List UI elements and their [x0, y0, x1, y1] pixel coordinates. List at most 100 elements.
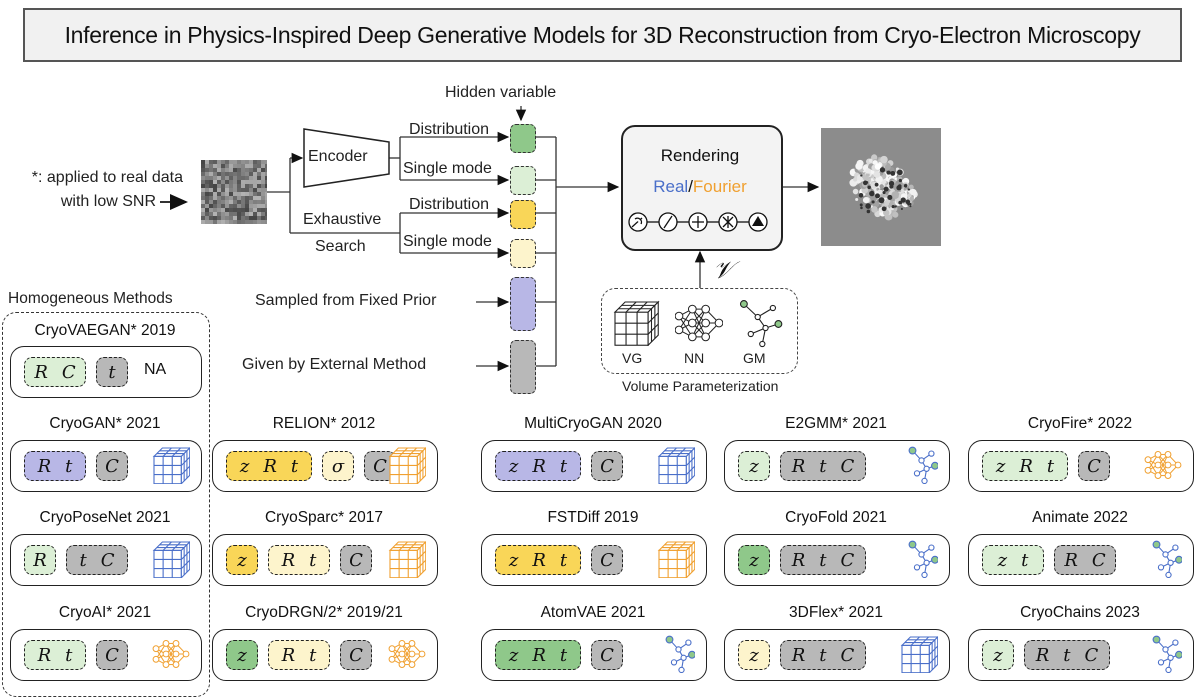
- variable-symbol: z: [508, 455, 519, 477]
- variable-group: z: [738, 451, 770, 481]
- method-name: CryoPoseNet 2021: [39, 509, 171, 526]
- volume-symbol: 𝒱: [713, 256, 733, 284]
- real-label: Real: [653, 177, 689, 196]
- variable-symbol: R: [37, 644, 52, 666]
- variable-symbol: t: [819, 549, 827, 571]
- variable-symbol: R: [281, 549, 296, 571]
- variable-group: C: [591, 640, 623, 670]
- vg-label: VG: [622, 350, 643, 366]
- method-name: CryoAI* 2021: [58, 604, 152, 621]
- method-name: 3DFlex* 2021: [789, 604, 883, 621]
- gaussian-mixture-icon: [908, 540, 938, 578]
- variable-group: C: [591, 451, 623, 481]
- variable-group: z: [226, 640, 258, 670]
- variable-symbol: t: [1021, 549, 1029, 571]
- variable-symbol: t: [309, 549, 317, 571]
- variable-symbol: R: [1064, 549, 1078, 571]
- variable-symbol: R: [791, 455, 806, 477]
- voxel-grid-icon: [388, 540, 426, 578]
- variable-symbol: R: [33, 549, 47, 571]
- variable-symbol: t: [108, 361, 116, 383]
- variable-group: C: [340, 640, 372, 670]
- homogeneous-title: Homogeneous Methods: [8, 290, 173, 307]
- variable-symbol: z: [508, 644, 519, 666]
- method-name: MultiCryoGAN 2020: [524, 415, 662, 432]
- latent-search-single-mode: [510, 239, 536, 268]
- variable-symbol: C: [349, 644, 363, 666]
- exhaustive-label-2: Search: [315, 238, 366, 255]
- variable-symbol: R: [532, 549, 546, 571]
- neural-network-icon: [152, 640, 190, 668]
- variable-symbol: t: [559, 455, 568, 477]
- variable-group: C: [591, 545, 623, 575]
- noisy-particle-image: [201, 160, 267, 224]
- variable-symbol: z: [993, 644, 1003, 666]
- variable-group: C: [1078, 451, 1110, 481]
- latent-encoder-distribution: [510, 124, 536, 153]
- variable-group: z: [226, 545, 258, 575]
- variable-symbol: R: [532, 644, 546, 666]
- variable-symbol: R: [791, 644, 806, 666]
- method-name: CryoVAEGAN* 2019: [34, 322, 176, 339]
- variable-symbol: C: [840, 455, 855, 477]
- volume-parameterization-box: [601, 288, 798, 374]
- variable-symbol: z: [239, 455, 250, 477]
- variable-symbol: t: [819, 644, 827, 666]
- volume-na: NA: [144, 361, 167, 378]
- voxel-grid-icon: [900, 635, 938, 673]
- variable-symbol: C: [105, 644, 119, 666]
- method-name: CryoSparc* 2017: [264, 509, 384, 526]
- variable-symbol: z: [237, 549, 247, 571]
- gm-label: GM: [743, 350, 766, 366]
- nn-label: NN: [684, 350, 705, 366]
- homogeneous-methods-box: [2, 312, 210, 697]
- note-line1: *: applied to real data: [31, 169, 183, 186]
- fourier-label: Fourier: [692, 177, 747, 196]
- variable-symbol: C: [1087, 455, 1101, 477]
- gaussian-mixture-icon: [1152, 635, 1182, 673]
- variable-symbol: t: [559, 549, 568, 571]
- search-distribution-label: Distribution: [409, 196, 490, 213]
- neural-network-icon: [1144, 451, 1182, 479]
- latent-search-distribution: [510, 200, 536, 229]
- variable-symbol: R: [281, 644, 296, 666]
- variable-symbol: C: [105, 455, 119, 477]
- external-method-label: Given by External Method: [242, 356, 427, 373]
- variable-group: z: [982, 640, 1014, 670]
- variable-symbol: z: [749, 455, 759, 477]
- method-name: CryoGAN* 2021: [49, 415, 161, 432]
- variable-group: C: [340, 545, 372, 575]
- variable-symbol: t: [65, 455, 73, 477]
- variable-symbol: z: [749, 644, 759, 666]
- encoder-label: Encoder: [308, 148, 368, 165]
- variable-symbol: R: [1019, 455, 1033, 477]
- note-line2: with low SNR: [60, 193, 156, 210]
- variable-symbol: C: [840, 549, 855, 571]
- variable-symbol: z: [237, 644, 247, 666]
- latent-fixed-prior: [510, 277, 536, 331]
- voxel-grid-icon: [388, 446, 426, 484]
- sampled-prior-label: Sampled from Fixed Prior: [255, 292, 437, 309]
- variable-symbol: t: [819, 455, 827, 477]
- variable-symbol: σ: [331, 455, 345, 477]
- hidden-variable-label: Hidden variable: [445, 84, 557, 101]
- real-fourier-label: Real/Fourier: [621, 177, 779, 197]
- method-name: CryoFold 2021: [785, 509, 887, 526]
- variable-group: z: [738, 545, 770, 575]
- variable-symbol: t: [309, 644, 317, 666]
- variable-symbol: t: [1046, 455, 1055, 477]
- rendering-operators: [628, 212, 768, 232]
- variable-symbol: C: [600, 644, 614, 666]
- variable-symbol: R: [34, 361, 48, 383]
